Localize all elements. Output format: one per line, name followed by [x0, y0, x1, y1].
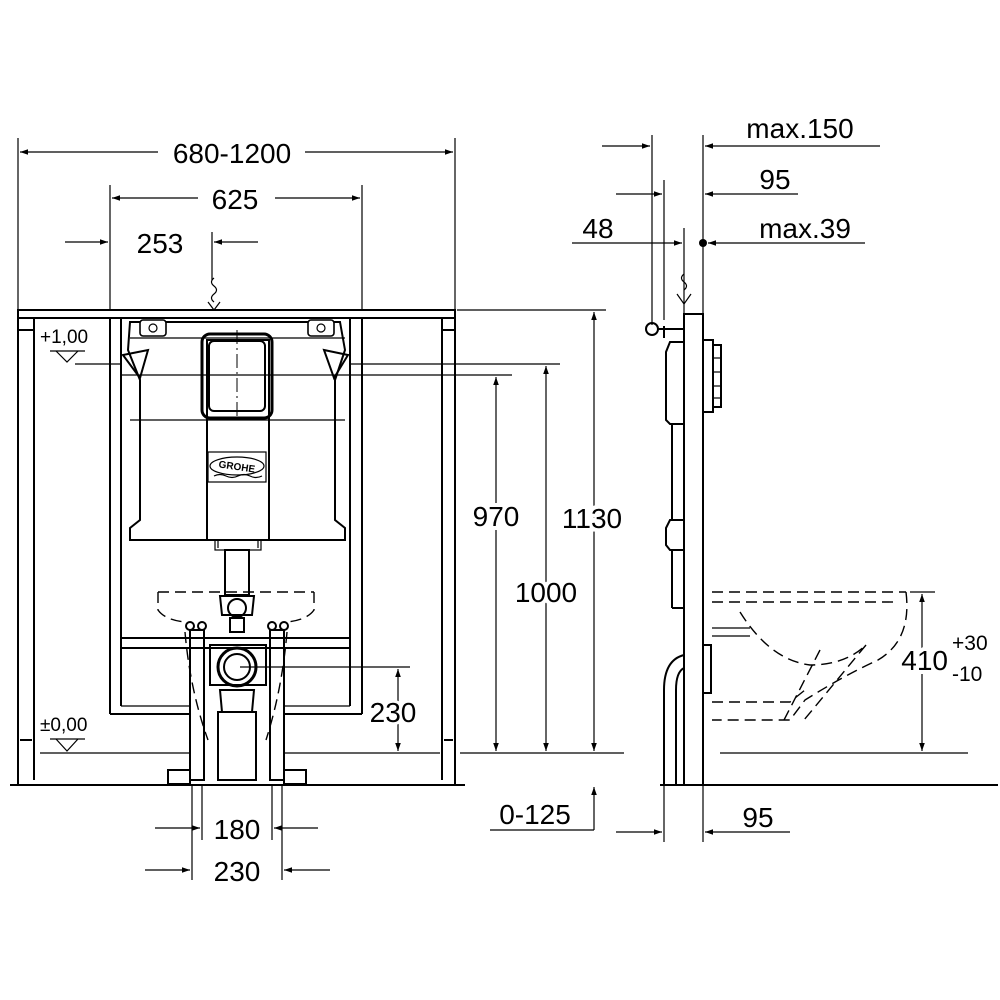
- offset-253-label: 253: [137, 228, 184, 259]
- height-1000-label: 1000: [515, 577, 577, 608]
- tolerance-plus-label: +30: [952, 632, 988, 655]
- depth-95-top-label: 95: [759, 164, 790, 195]
- dim-width-range: 680-1200: [20, 138, 453, 169]
- height-1130-label: 1130: [562, 503, 622, 534]
- waste-connection: [121, 621, 350, 785]
- dim-height-230: 230: [367, 669, 419, 751]
- extension-lines: [17, 138, 624, 880]
- level-top-label: +1,00: [40, 327, 88, 348]
- dim-depth-48: 48: [572, 213, 682, 246]
- side-water-supply-symbol: [676, 273, 692, 306]
- dim-offset-253: 253: [65, 228, 258, 259]
- dim-depth-95-bottom: 95: [616, 802, 790, 835]
- spacing-180-label: 180: [214, 814, 261, 845]
- flush-plate-frame: [200, 330, 274, 420]
- dim-max-150: max.150: [602, 113, 880, 149]
- spacing-230-label: 230: [214, 856, 261, 887]
- tolerance-minus-label: -10: [952, 663, 982, 686]
- brand-logo: GROHE: [207, 451, 267, 483]
- dim-height-970: 970: [469, 377, 523, 751]
- side-frame: [645, 313, 722, 786]
- dim-height-1000: 1000: [511, 366, 581, 751]
- level-mark-floor: ±0,00: [40, 715, 440, 754]
- level-mark-top: +1,00: [40, 327, 120, 365]
- dim-height-1130: 1130: [558, 312, 626, 751]
- bowl-outline-side: [712, 591, 908, 721]
- depth-48-label: 48: [582, 213, 613, 244]
- dim-max-39: max.39: [699, 213, 865, 247]
- water-supply-symbol: [207, 277, 221, 311]
- bowl-height-label: 410: [901, 645, 948, 676]
- bowl-outline-front: [157, 591, 315, 741]
- floor-adjust-label: 0-125: [499, 799, 571, 830]
- max-39-label: max.39: [759, 213, 851, 244]
- dim-floor-adjust: 0-125: [490, 787, 597, 831]
- depth-95-bottom-label: 95: [742, 802, 773, 833]
- flush-pipe: [218, 549, 256, 633]
- width-range-label: 680-1200: [173, 138, 291, 169]
- max-150-label: max.150: [746, 113, 853, 144]
- level-floor-label: ±0,00: [40, 715, 87, 736]
- side-view: max.150 95 48 max.39: [572, 113, 998, 842]
- height-230-label: 230: [370, 697, 417, 728]
- dim-spacing-230: 230: [145, 856, 330, 887]
- dim-depth-95-top: 95: [616, 164, 798, 197]
- dim-spacing-180: 180: [155, 814, 318, 845]
- frame-width-label: 625: [212, 184, 259, 215]
- cistern: [121, 319, 350, 551]
- side-extension-lines: [651, 135, 704, 842]
- dim-frame-width: 625: [112, 184, 360, 215]
- front-view: 680-1200 625 253: [10, 138, 626, 887]
- dim-bowl-height: 410 +30 -10: [897, 591, 988, 751]
- height-970-label: 970: [473, 501, 520, 532]
- brand-logo-text: GROHE: [218, 459, 256, 475]
